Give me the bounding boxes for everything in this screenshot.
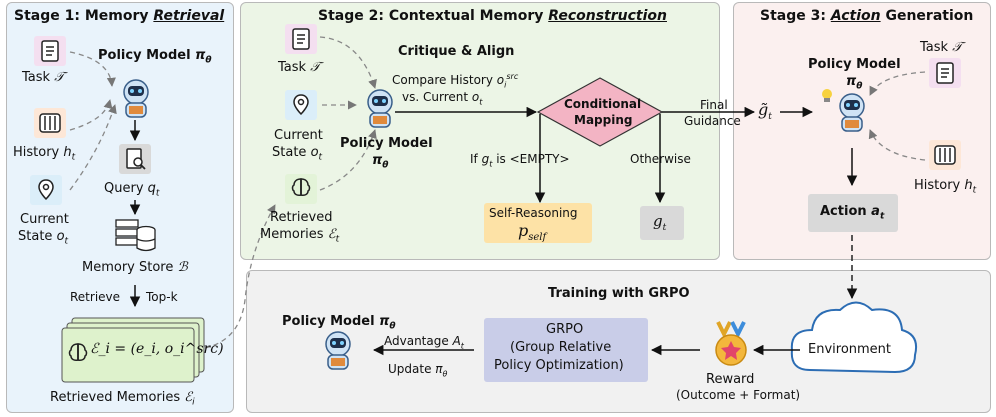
stage1-state-label: State ot <box>18 229 69 247</box>
stage1-memory-store-label: Memory Store ℬ <box>82 260 188 275</box>
otherwise-label: Otherwise <box>630 152 691 166</box>
final-label: Final <box>700 98 728 112</box>
stage3-policy-model-label: Policy Model <box>808 57 901 72</box>
reward-label: Reward <box>706 372 755 387</box>
stage3-robot-icon <box>830 90 874 138</box>
compare-history-label: Compare History oisrc <box>392 72 519 90</box>
stage2-task-label: Task 𝒯 <box>278 60 321 75</box>
location-icon <box>30 175 62 205</box>
compare-current-label: vs. Current ot <box>402 90 483 107</box>
grpo-line3: Policy Optimization) <box>494 358 624 373</box>
p-self-label: pself <box>518 221 547 244</box>
memory-formula: ℰ_i = (e_i, o_i^src) <box>90 341 224 357</box>
advantage-label: Advantage At <box>384 334 464 351</box>
stage2-memories-label: Memories ℰt <box>260 227 340 245</box>
stage2-policy-symbol: πθ <box>372 153 389 171</box>
stage3-panel <box>733 2 991 260</box>
mapping-label: Mapping <box>574 113 633 127</box>
lightbulb-icon <box>820 88 834 108</box>
stage3-policy-symbol: πθ <box>846 74 863 92</box>
action-label: Action at <box>820 204 885 222</box>
stage3-task-label: Task 𝒯 <box>920 40 963 55</box>
g-tilde-label: g̃t <box>758 100 772 123</box>
stage1-robot-icon <box>114 76 158 124</box>
environment-label: Environment <box>808 342 892 357</box>
training-robot-icon <box>316 328 360 376</box>
training-policy-model-label: Policy Model πθ <box>282 314 396 332</box>
training-title: Training with GRPO <box>548 286 690 301</box>
stage1-retrieved-memories-label: Retrieved Memories ℰi <box>50 390 195 408</box>
stage1-current-label: Current <box>20 212 69 227</box>
stage2-current-label: Current <box>274 128 323 143</box>
stage2-title: Stage 2: Contextual Memory Reconstructio… <box>318 8 667 24</box>
conditional-label: Conditional <box>564 97 642 111</box>
stage3-history-label: History ht <box>914 178 977 196</box>
query-icon <box>119 144 151 174</box>
database-icon <box>114 216 158 258</box>
stage2-robot-icon <box>358 86 402 134</box>
stage2-task-icon <box>285 24 317 54</box>
update-label: Update πθ <box>388 362 448 379</box>
stage1-query-label: Query qt <box>104 181 160 199</box>
task-icon <box>34 36 66 66</box>
stage1-title: Stage 1: Memory Retrieval <box>14 8 225 24</box>
guidance-label: Guidance <box>684 114 741 128</box>
stage2-state-label: State ot <box>272 145 323 163</box>
g-t-label: gt <box>653 212 667 233</box>
reward-detail-label: (Outcome + Format) <box>676 388 801 402</box>
grpo-label: GRPO <box>546 322 584 337</box>
critique-align-label: Critique & Align <box>398 44 515 59</box>
stage3-task-icon <box>929 58 961 88</box>
stage1-topk-label: Top-k <box>146 290 178 304</box>
stage3-history-icon <box>929 140 961 170</box>
stage1-history-label: History ht <box>13 145 76 163</box>
grpo-line2: (Group Relative <box>510 340 612 355</box>
stage2-location-icon <box>285 90 317 120</box>
brain-icon <box>66 340 90 368</box>
stage1-task-label: Task 𝒯 <box>22 70 65 85</box>
history-icon <box>34 108 66 138</box>
stage2-brain-icon <box>285 174 317 204</box>
stage2-policy-model-label: Policy Model <box>340 136 433 151</box>
stage2-retrieved-label: Retrieved <box>270 210 333 225</box>
stage1-policy-model-label: Policy Model πθ <box>98 48 212 66</box>
if-empty-label: If gt is <EMPTY> <box>470 152 570 169</box>
stage3-title: Stage 3: Action Generation <box>760 8 974 24</box>
stage1-retrieve-label: Retrieve <box>70 290 121 304</box>
self-reasoning-label: Self-Reasoning <box>489 206 578 220</box>
